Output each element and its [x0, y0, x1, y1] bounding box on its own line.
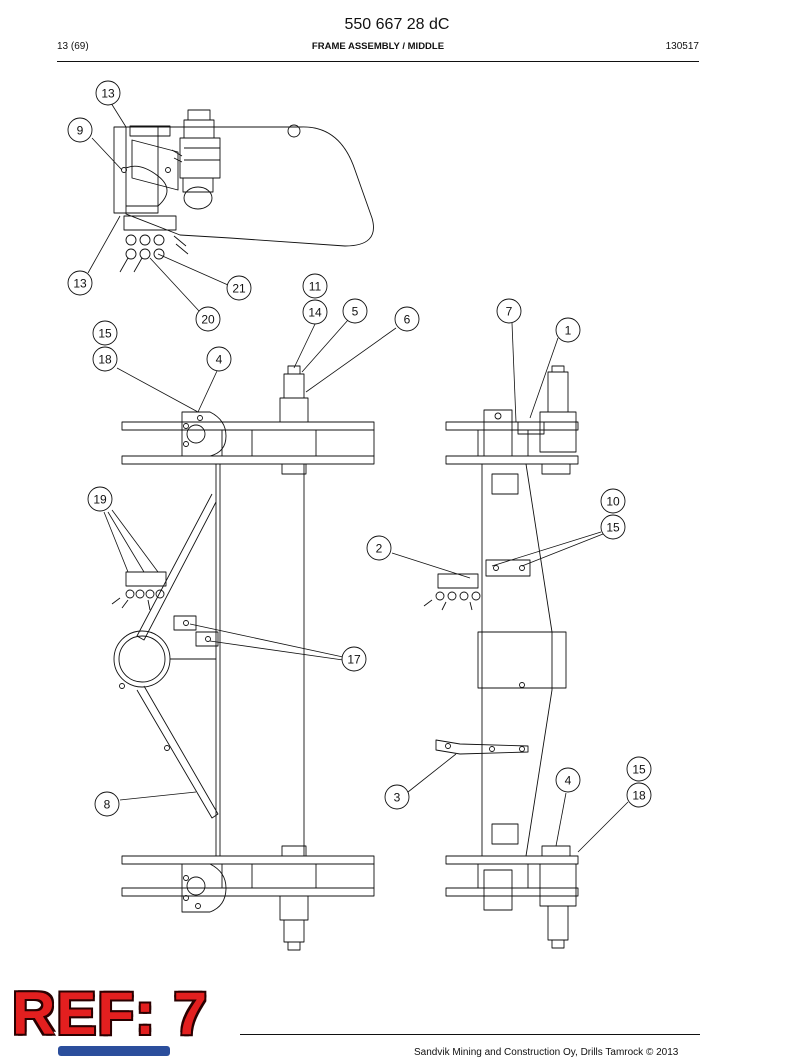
svg-text:3: 3: [394, 791, 401, 805]
svg-text:1: 1: [565, 324, 572, 338]
svg-text:5: 5: [352, 305, 359, 319]
frame-view-left: [111, 365, 375, 951]
callout-21: 21: [226, 275, 252, 301]
callout-18-left: 18: [92, 346, 118, 372]
header-rule: [57, 61, 699, 62]
svg-text:7: 7: [506, 305, 513, 319]
callout-11: 11: [302, 273, 328, 299]
svg-text:14: 14: [308, 306, 322, 320]
section-title: FRAME ASSEMBLY / MIDDLE: [311, 41, 445, 52]
callout-15-bottom: 15: [626, 756, 652, 782]
document-number: 550 667 28 dC: [344, 16, 450, 33]
svg-text:15: 15: [606, 521, 620, 535]
callout-7: 7: [496, 298, 522, 324]
callout-20: 20: [195, 306, 221, 332]
page-number: 13 (69): [57, 41, 89, 52]
callout-2: 2: [366, 535, 392, 561]
svg-text:18: 18: [98, 353, 112, 367]
callout-1: 1: [555, 317, 581, 343]
callout-17: 17: [341, 646, 367, 672]
callout-14: 14: [302, 299, 328, 325]
svg-text:11: 11: [309, 280, 322, 294]
svg-text:10: 10: [606, 495, 620, 509]
callout-15-mid: 15: [600, 514, 626, 540]
svg-text:2: 2: [376, 542, 383, 556]
revision-code: 130517: [665, 41, 699, 52]
callout-15-left: 15: [92, 320, 118, 346]
callout-4-top: 4: [206, 346, 232, 372]
svg-text:17: 17: [347, 653, 361, 667]
svg-text:4: 4: [216, 353, 223, 367]
svg-text:9: 9: [77, 124, 84, 138]
svg-text:8: 8: [104, 798, 111, 812]
svg-text:20: 20: [201, 313, 215, 327]
svg-text:6: 6: [404, 313, 411, 327]
callout-13-top: 13: [95, 80, 121, 106]
sandvik-logo: [58, 1046, 170, 1056]
callout-10: 10: [600, 488, 626, 514]
callout-6: 6: [394, 306, 420, 332]
callout-13-bottom: 13: [67, 270, 93, 296]
footer-rule: [240, 1034, 700, 1035]
callout-balloons: 13 9 13 21 20 11 14 5 6 15 18 4 7 1 19 1…: [67, 80, 652, 817]
svg-text:15: 15: [98, 327, 112, 341]
detail-view-bracket: [113, 109, 374, 273]
callout-19: 19: [87, 486, 113, 512]
svg-text:4: 4: [565, 774, 572, 788]
svg-text:15: 15: [632, 763, 646, 777]
callout-18-bottom: 18: [626, 782, 652, 808]
callout-3: 3: [384, 784, 410, 810]
svg-text:19: 19: [93, 493, 107, 507]
svg-text:13: 13: [101, 87, 115, 101]
callout-4-bottom: 4: [555, 767, 581, 793]
frame-view-right: [423, 365, 579, 949]
callout-8: 8: [94, 791, 120, 817]
callout-5: 5: [342, 298, 368, 324]
svg-text:13: 13: [73, 277, 87, 291]
svg-text:18: 18: [632, 789, 646, 803]
callout-9: 9: [67, 117, 93, 143]
leader-lines: [87, 102, 629, 853]
svg-text:21: 21: [232, 282, 246, 296]
ref-stamp: REF: 7: [12, 980, 209, 1047]
